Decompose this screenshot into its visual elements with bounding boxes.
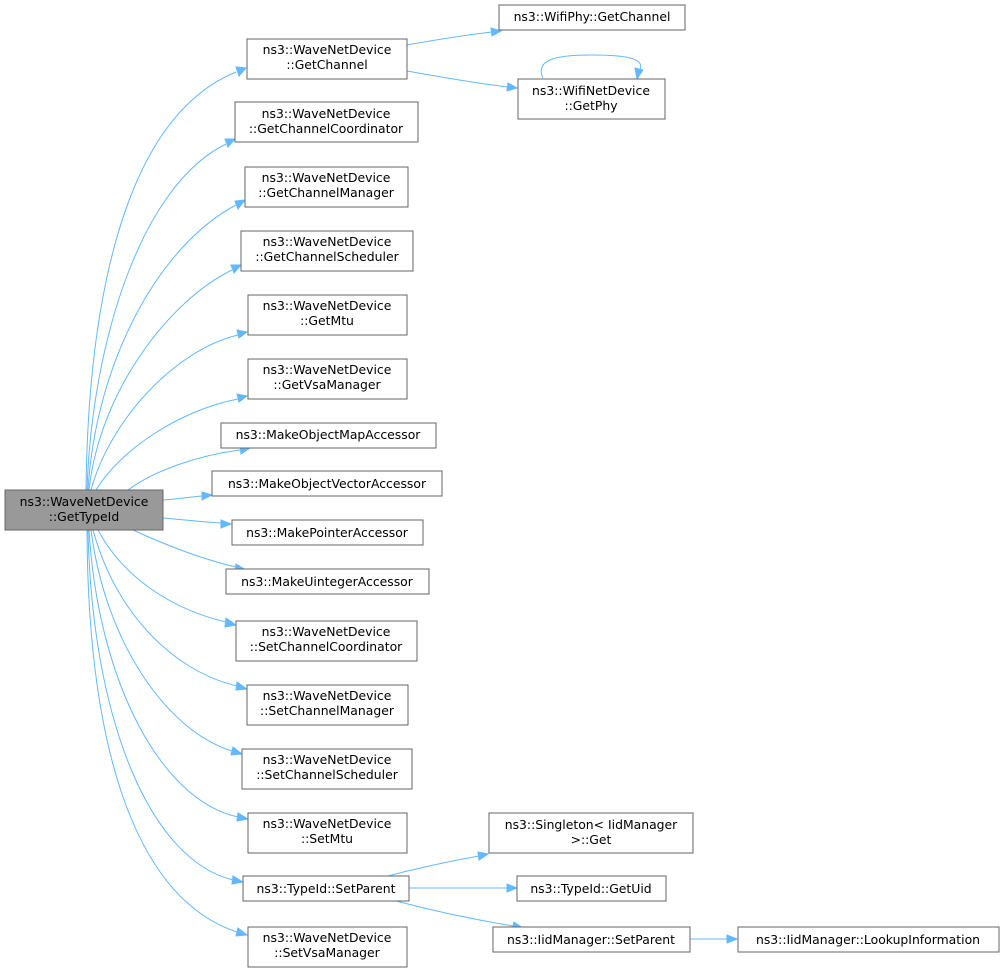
node-typeid-setparent[interactable]: ns3::TypeId::SetParent <box>242 875 410 902</box>
nodes: ns3::WaveNetDevice ::GetTypeId ns3::Wave… <box>4 4 1000 968</box>
edge-root-to-setvsamanager <box>86 529 249 937</box>
node-label-line1: ns3::WaveNetDevice <box>263 816 392 831</box>
node-label-line1: ns3::WaveNetDevice <box>262 170 391 185</box>
node-wavenetdevice-getchannelscheduler[interactable]: ns3::WaveNetDevice ::GetChannelScheduler <box>240 230 414 272</box>
node-label: ns3::IidManager::SetParent <box>507 932 675 947</box>
node-label-line1: ns3::WaveNetDevice <box>263 298 392 313</box>
node-label-line1: ns3::WaveNetDevice <box>263 688 392 703</box>
node-label: ns3::MakePointerAccessor <box>246 525 409 540</box>
node-makeobjectmapaccessor[interactable]: ns3::MakeObjectMapAccessor <box>220 422 437 449</box>
edge-root-to-getchannelscheduler <box>88 264 243 491</box>
edge-typeid-setparent-to-iidmanager-setparent <box>395 900 525 931</box>
edge-root-to-setmtu <box>88 529 250 822</box>
edge-root-to-setchannelmanager <box>92 529 249 691</box>
node-label-line2: ::SetChannelManager <box>260 703 395 718</box>
node-label-line2: ::SetChannelScheduler <box>256 767 399 782</box>
edge-typeid-setparent-to-typeid-getuid <box>409 883 519 893</box>
node-label-line2: ::GetChannelScheduler <box>255 249 399 264</box>
node-label: ns3::TypeId::SetParent <box>257 881 396 896</box>
node-wavenetdevice-gettypeid[interactable]: ns3::WaveNetDevice ::GetTypeId <box>4 489 164 531</box>
node-label-line1: ns3::WaveNetDevice <box>263 42 392 57</box>
node-wavenetdevice-setmtu[interactable]: ns3::WaveNetDevice ::SetMtu <box>247 812 408 854</box>
node-label: ns3::MakeUintegerAccessor <box>241 574 414 589</box>
edge-getchannel-to-wifiphy-getchannel <box>406 27 503 46</box>
edge-getphy-self-loop <box>540 54 644 81</box>
edge-root-to-getchannel <box>85 66 248 491</box>
node-label-line2: ::SetChannelCoordinator <box>250 639 403 654</box>
node-wavenetdevice-setvsamanager[interactable]: ns3::WaveNetDevice ::SetVsaManager <box>247 926 408 968</box>
edge-root-to-makeuintegeraccessor <box>132 529 248 573</box>
node-wavenetdevice-getvsamanager[interactable]: ns3::WaveNetDevice ::GetVsaManager <box>247 358 408 400</box>
node-label-line2: ::GetPhy <box>564 98 617 113</box>
node-wavenetdevice-getmtu[interactable]: ns3::WaveNetDevice ::GetMtu <box>247 294 408 336</box>
node-label-line1: ns3::WaveNetDevice <box>263 752 392 767</box>
edge-iidmanager-setparent-to-lookupinformation <box>690 934 739 944</box>
edges <box>85 27 739 944</box>
node-label: ns3::WifiPhy::GetChannel <box>514 9 671 24</box>
node-label-line2: ::GetMtu <box>300 313 354 328</box>
node-typeid-getuid[interactable]: ns3::TypeId::GetUid <box>516 875 667 902</box>
node-singleton-iidmanager-get[interactable]: ns3::Singleton< IidManager >::Get <box>488 812 694 854</box>
node-wavenetdevice-getchannel[interactable]: ns3::WaveNetDevice ::GetChannel <box>246 38 408 80</box>
node-iidmanager-setparent[interactable]: ns3::IidManager::SetParent <box>492 926 691 953</box>
node-wifiphy-getchannel[interactable]: ns3::WifiPhy::GetChannel <box>498 4 686 31</box>
edge-root-to-makeobjectvectoraccessor <box>162 491 214 501</box>
node-label-line2: ::SetVsaManager <box>274 945 380 960</box>
node-label: ns3::MakeObjectMapAccessor <box>236 427 422 442</box>
edge-typeid-setparent-to-singleton-get <box>379 851 490 879</box>
node-label-line1: ns3::WaveNetDevice <box>263 930 392 945</box>
edge-root-to-getmtu <box>90 329 249 491</box>
edge-getchannel-to-wifinetdevice-getphy <box>406 70 519 92</box>
edge-root-to-getchannelmanager <box>87 199 247 491</box>
node-makeuintegeraccessor[interactable]: ns3::MakeUintegerAccessor <box>225 568 430 595</box>
node-label: ns3::MakeObjectVectorAccessor <box>228 476 427 491</box>
edge-root-to-getvsamanager <box>95 393 249 491</box>
edge-root-to-getchannelcoordinator <box>86 138 237 491</box>
node-label-line2: >::Get <box>571 832 612 847</box>
node-label-line1: ns3::WifiNetDevice <box>532 83 650 98</box>
node-label-line1: ns3::WaveNetDevice <box>20 494 149 509</box>
node-label-line2: ::SetMtu <box>301 831 353 846</box>
node-label-line2: ::GetVsaManager <box>273 377 381 392</box>
node-label-line2: ::GetChannelCoordinator <box>249 121 404 136</box>
node-makepointeraccessor[interactable]: ns3::MakePointerAccessor <box>231 519 424 546</box>
node-wifinetdevice-getphy[interactable]: ns3::WifiNetDevice ::GetPhy <box>517 78 666 120</box>
node-label: ns3::TypeId::GetUid <box>530 881 651 896</box>
node-wavenetdevice-getchannelcoordinator[interactable]: ns3::WaveNetDevice ::GetChannelCoordinat… <box>234 101 419 143</box>
node-label-line1: ns3::WaveNetDevice <box>262 624 391 639</box>
node-makeobjectvectoraccessor[interactable]: ns3::MakeObjectVectorAccessor <box>211 470 443 497</box>
edge-root-to-typeid-setparent <box>87 529 245 885</box>
node-label-line1: ns3::Singleton< IidManager <box>505 817 678 832</box>
edge-root-to-setchannelcoordinator <box>97 529 238 628</box>
node-label: ns3::IidManager::LookupInformation <box>756 932 980 947</box>
node-wavenetdevice-getchannelmanager[interactable]: ns3::WaveNetDevice ::GetChannelManager <box>244 166 409 208</box>
node-label-line1: ns3::WaveNetDevice <box>263 362 392 377</box>
edge-root-to-makepointeraccessor <box>162 517 233 529</box>
node-label-line2: ::GetChannel <box>286 57 367 72</box>
node-wavenetdevice-setchannelscheduler[interactable]: ns3::WaveNetDevice ::SetChannelScheduler <box>241 748 413 790</box>
edge-root-to-setchannelscheduler <box>90 529 244 756</box>
node-wavenetdevice-setchannelcoordinator[interactable]: ns3::WaveNetDevice ::SetChannelCoordinat… <box>235 620 418 662</box>
node-label-line1: ns3::WaveNetDevice <box>263 234 392 249</box>
node-label-line2: ::GetChannelManager <box>258 185 395 200</box>
node-wavenetdevice-setchannelmanager[interactable]: ns3::WaveNetDevice ::SetChannelManager <box>246 684 409 726</box>
node-label-line1: ns3::WaveNetDevice <box>262 106 391 121</box>
node-iidmanager-lookupinformation[interactable]: ns3::IidManager::LookupInformation <box>737 926 1000 953</box>
node-label-line2: ::GetTypeId <box>49 509 119 524</box>
